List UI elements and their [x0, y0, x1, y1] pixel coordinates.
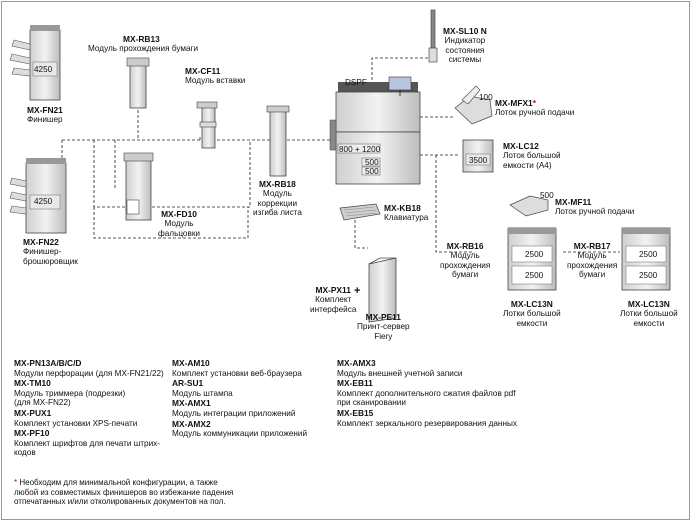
mf11-num: 500: [540, 191, 554, 200]
option-code: MX-AMX3: [337, 358, 376, 368]
mfx1-image: [454, 85, 493, 125]
fn22-tray-label: 4250: [34, 197, 53, 206]
option-code: AR-SU1: [172, 378, 204, 389]
lc13n-right-image: [621, 227, 671, 291]
option-desc: Модули перфорации (для MX-FN21/22): [14, 368, 164, 378]
cf11-image: [196, 101, 218, 149]
option-code: MX-PUX1: [14, 407, 52, 418]
option-desc: Модуль коммуникации приложений: [172, 429, 308, 439]
rb13-desc: Модуль прохождения бумаги: [88, 44, 199, 53]
option-code: MX-AM10: [172, 358, 210, 368]
main-tray-a: 800 + 1200: [339, 145, 381, 154]
footnote: * Необходим для минимальной конфигурации…: [14, 478, 234, 507]
main-tray-c: 500: [365, 167, 379, 176]
option-desc: Комплект шрифтов для печати штрих-кодов: [14, 438, 160, 458]
option-code: MX-EB11: [337, 378, 373, 389]
option-desc: Модуль триммера (подрезки) (для MX-FN22): [14, 388, 126, 408]
plus-sign: +: [354, 285, 361, 297]
option-code: MX-EB15: [337, 407, 374, 418]
mfx1-label: MX-MFX1*Лоток ручной подачи: [495, 98, 575, 118]
mfx1-num: 100: [479, 93, 493, 102]
finisher-fn22-image: [9, 158, 67, 234]
lc13a-tray-a: 2500: [525, 250, 544, 259]
pe11-server-image: [368, 257, 397, 323]
finisher-fn21-image: [9, 25, 61, 101]
option-desc: Комплект дополнительного сжатия файлов p…: [337, 388, 516, 408]
lc13b-tray-b: 2500: [639, 271, 658, 280]
lc12-image: [462, 139, 494, 173]
kb18-image: [339, 203, 381, 221]
option-code: MX-TM10: [14, 378, 51, 389]
lc12-tray: 3500: [469, 156, 488, 165]
main-mfp-image: [329, 76, 421, 185]
lc13b-tray-a: 2500: [639, 250, 658, 259]
rb13-image: [126, 57, 150, 109]
lc13a-tray-b: 2500: [525, 271, 544, 280]
rb13-label: MX-RB13: [123, 34, 160, 44]
option-code: MX-AMX1: [172, 398, 211, 409]
option-desc: Модуль внешней учетной записи: [337, 368, 463, 378]
option-desc: Комплект установки веб-браузера: [172, 368, 302, 378]
sl10-image: [428, 9, 438, 63]
option-code: MX-PF10: [14, 428, 50, 439]
dspf-label: DSPF: [345, 78, 367, 87]
option-desc: Модуль интеграции приложений: [172, 408, 296, 418]
mf11-image: [509, 195, 549, 217]
option-code: MX-AMX2: [172, 418, 211, 429]
option-desc: Комплект зеркального резервирования данн…: [337, 418, 517, 428]
fn21-tray-label: 4250: [34, 65, 53, 74]
lc13n-left-image: [507, 227, 557, 291]
rb18-image: [266, 105, 290, 177]
option-desc: Модуль штампа: [172, 388, 233, 398]
option-desc: Комплект установки XPS-печати: [14, 418, 138, 428]
option-code: MX-PN13A/B/C/D: [14, 358, 82, 368]
main-tray-b: 500: [365, 158, 379, 167]
fd10-image: [123, 152, 154, 221]
